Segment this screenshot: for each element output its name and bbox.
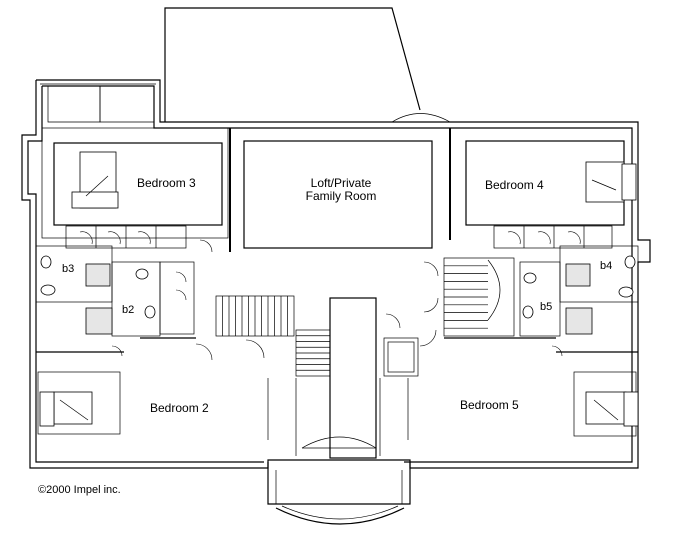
toilet-icon: [135, 268, 149, 280]
shower-icon: [565, 263, 591, 287]
sink-icon: [522, 305, 534, 319]
shower-icon: [565, 307, 593, 335]
bedroom-5-label: Bedroom 5: [460, 398, 519, 412]
closets-left: [65, 225, 213, 253]
bed-icon: [585, 391, 627, 425]
roof-outline: [164, 7, 451, 123]
bed-pillow-icon: [623, 391, 639, 427]
copyright-notice: ©2000 Impel inc.: [38, 484, 121, 496]
shower-icon: [85, 263, 111, 287]
sink-icon: [624, 255, 636, 269]
bed-icon: [585, 161, 625, 203]
bedroom-3-label: Bedroom 3: [137, 176, 196, 190]
right-staircase: [423, 257, 515, 337]
front-bay: [267, 462, 411, 525]
loft-label-line-2: Family Room: [306, 189, 377, 203]
exterior-walls: [21, 79, 651, 469]
main-staircase: [215, 295, 377, 459]
sink-icon: [144, 305, 156, 319]
shower-icon: [85, 307, 113, 335]
bedroom-4-room: [465, 140, 637, 226]
closets-right: [493, 225, 613, 249]
bath-b3: [35, 245, 113, 303]
bath-b4: [559, 245, 639, 303]
bed-pillow-icon: [621, 163, 637, 201]
hall-details: [245, 313, 437, 456]
bath-b3-label: b3: [62, 263, 74, 275]
bedroom-4-label: Bedroom 4: [485, 178, 544, 192]
loft-family-room: [229, 128, 451, 252]
bath-b2: [85, 261, 195, 337]
bath-b2-label: b2: [122, 304, 134, 316]
bath-b5: [519, 261, 593, 337]
bedroom-2-room: [36, 337, 213, 435]
bedroom-3-room: [41, 127, 229, 239]
bed-pillow-icon: [71, 191, 119, 209]
bath-b5-label: b5: [540, 301, 552, 313]
toilet-icon: [40, 284, 56, 296]
sink-icon: [40, 255, 52, 269]
bedroom-2-label: Bedroom 2: [150, 401, 209, 415]
toilet-icon: [523, 272, 537, 284]
loft-label-line-1: Loft/Private: [311, 176, 372, 190]
bedroom-5-room: [444, 337, 639, 437]
bath-b4-label: b4: [600, 260, 612, 272]
toilet-icon: [618, 286, 634, 298]
bed-pillow-icon: [39, 391, 55, 427]
